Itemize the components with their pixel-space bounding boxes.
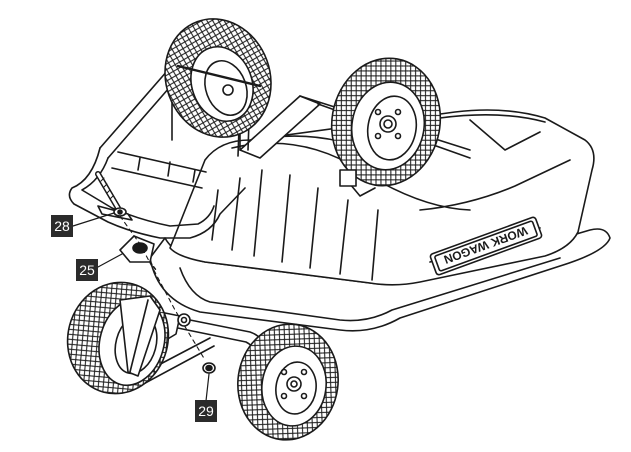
nut-part	[202, 362, 216, 374]
leader-29	[205, 373, 210, 402]
callout-25: 25	[76, 259, 98, 281]
pad-part	[119, 235, 157, 271]
callout-28: 28	[51, 215, 73, 237]
leader-28	[72, 212, 115, 227]
lower-right-wheel	[237, 323, 339, 441]
callout-28-label: 28	[54, 218, 70, 234]
bolt-part	[95, 171, 127, 217]
upper-left-wheel	[164, 18, 272, 138]
leader-25	[97, 253, 123, 268]
upper-right-wheel	[330, 57, 442, 187]
callout-25-label: 25	[79, 262, 95, 278]
lower-left-wheel	[66, 281, 170, 395]
callout-29-label: 29	[198, 403, 214, 419]
callout-29: 29	[195, 400, 217, 422]
